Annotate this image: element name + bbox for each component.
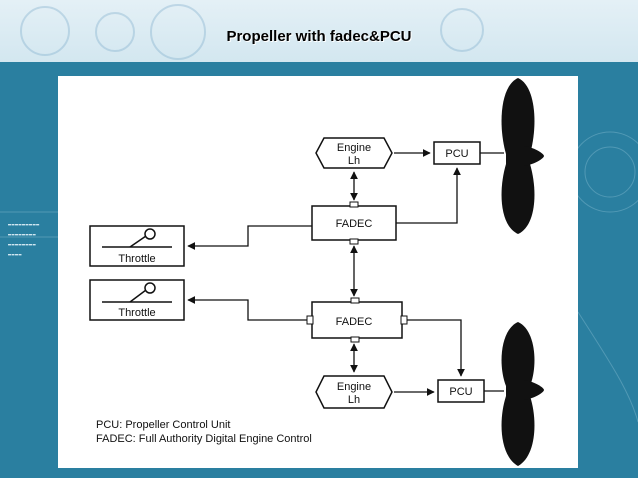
pcu-bottom-block: PCU — [437, 379, 485, 403]
propeller-top — [501, 78, 544, 234]
header-band — [0, 0, 638, 62]
engine-top-block: Engine Lh — [315, 137, 393, 169]
decorative-text: ▬▬▬▬ — [8, 252, 23, 258]
legend-pcu: PCU: Propeller Control Unit — [96, 419, 231, 431]
diagram-panel: Engine Lh PCU FADEC FADEC Engine — [58, 76, 578, 468]
decorative-gear-circle — [20, 6, 70, 56]
throttle-bottom-label: Throttle — [118, 307, 155, 319]
decorative-text: ▬▬▬▬▬▬▬▬ — [8, 242, 37, 248]
fadec-bottom-block: FADEC — [306, 297, 408, 343]
connectors — [187, 149, 504, 396]
engine-bottom-block: Engine Lh — [315, 375, 393, 409]
fadec-top-label: FADEC — [336, 218, 373, 230]
engine-top-label: Engine — [337, 142, 371, 154]
pcu-bottom-label: PCU — [449, 386, 472, 398]
throttle-bottom-block: Throttle — [89, 279, 185, 321]
engine-bottom-side-label: Lh — [348, 394, 360, 406]
engine-bottom-label: Engine — [337, 381, 371, 393]
engine-top-side-label: Lh — [348, 155, 360, 167]
legend-fadec: FADEC: Full Authority Digital Engine Con… — [96, 433, 312, 445]
pcu-top-block: PCU — [433, 141, 481, 165]
fadec-bottom-label: FADEC — [336, 316, 373, 328]
decorative-gear-circle — [150, 4, 206, 60]
decorative-text: ▬▬▬▬▬▬▬▬ — [8, 232, 37, 238]
slide-title: Propeller with fadec&PCU — [226, 28, 412, 45]
propeller-bottom — [501, 322, 544, 466]
decorative-gear-circle — [440, 8, 484, 52]
fadec-top-block: FADEC — [311, 201, 397, 245]
throttle-top-block: Throttle — [89, 225, 185, 267]
decorative-text: ▬▬▬▬▬▬▬▬▬ — [8, 222, 40, 228]
propeller-fadec-diagram: Engine Lh PCU FADEC FADEC Engine — [89, 78, 544, 466]
decorative-gear-circle — [95, 12, 135, 52]
pcu-top-label: PCU — [445, 148, 468, 160]
throttle-top-label: Throttle — [118, 253, 155, 265]
